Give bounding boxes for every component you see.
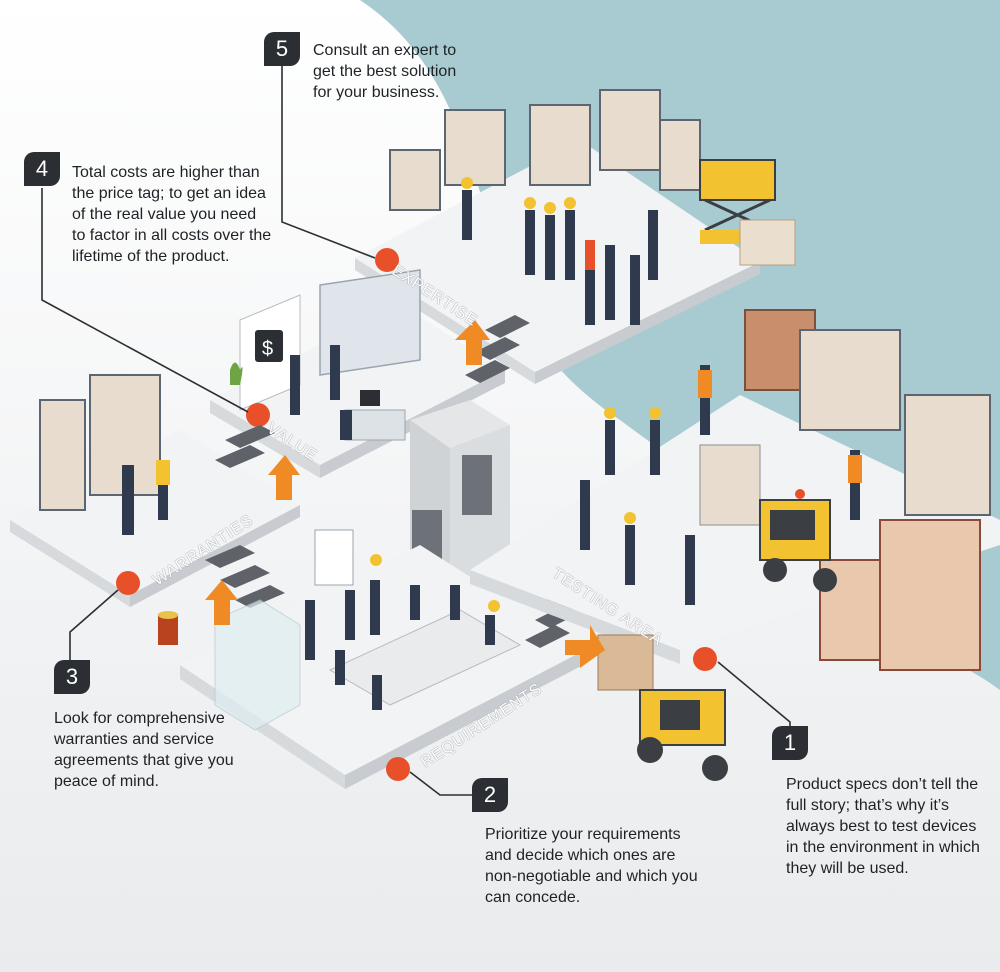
warranties-marker-dot — [116, 571, 140, 595]
expertise-shelves — [389, 89, 701, 211]
arrow-to-value — [268, 455, 300, 500]
testing-marker-dot — [693, 647, 717, 671]
barrel — [158, 611, 178, 645]
expertise-marker-dot — [375, 248, 399, 272]
leader-line-5 — [281, 52, 376, 259]
forklift-testing — [759, 489, 837, 592]
requirements-marker-dot — [386, 757, 410, 781]
stairs-value-to-expertise — [465, 315, 530, 383]
testing-shelves — [699, 309, 991, 671]
requirements-people — [305, 554, 500, 710]
step-3-badge: 3 — [54, 660, 90, 694]
leader-line-3 — [69, 589, 119, 662]
value-people — [290, 345, 352, 440]
expertise-platform — [355, 89, 796, 384]
value-platform: $ — [210, 269, 505, 478]
requirements-platform — [180, 529, 585, 789]
step-3-text: Look for comprehensive warranties and se… — [54, 710, 234, 790]
step-4-text: Total costs are higher than the price ta… — [72, 164, 272, 265]
expertise-people — [461, 177, 658, 325]
value-marker-dot — [246, 403, 270, 427]
step-2-text: Prioritize your requirements and decide … — [485, 826, 698, 906]
step-2-badge: 2 — [472, 778, 508, 812]
testing-people — [580, 365, 862, 605]
direction-arrows — [205, 320, 605, 668]
step-1-badge: 1 — [772, 726, 808, 760]
stairs-warranties — [205, 425, 285, 608]
svg-text:$: $ — [262, 338, 273, 360]
arrow-to-warranties — [205, 580, 238, 625]
step-5-badge: 5 — [264, 32, 300, 66]
leader-line-4 — [41, 188, 249, 413]
step-1-text: Product specs don’t tell the full story;… — [786, 776, 980, 877]
step-5-text: Consult an expert to get the best soluti… — [313, 42, 457, 101]
testing-area-platform — [470, 309, 1000, 671]
warranties-people — [122, 460, 170, 535]
forklift-lower — [597, 634, 728, 781]
elevator-tower — [410, 400, 510, 590]
leader-lines — [41, 52, 791, 796]
arrow-to-expertise — [455, 320, 490, 365]
arrow-to-requirements — [565, 625, 605, 668]
leader-line-2 — [409, 771, 472, 796]
step-4-badge: 4 — [24, 152, 60, 186]
